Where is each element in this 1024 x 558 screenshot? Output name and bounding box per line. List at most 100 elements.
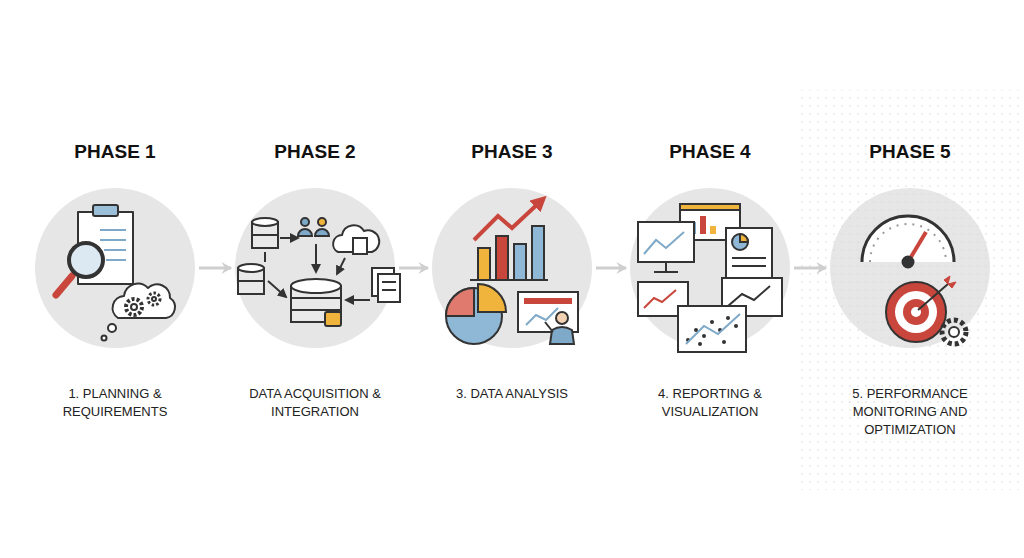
- data-integration-illustration: [301, 218, 309, 226]
- monitoring-illustration: [862, 216, 966, 344]
- reporting-illustration: [732, 234, 748, 250]
- reporting-illustration: [726, 228, 772, 280]
- flow-chevron: [199, 267, 231, 270]
- phase-node: PHASE 3 3. DATA ANALYSIS: [417, 140, 607, 440]
- data-integration-illustration: [291, 279, 341, 293]
- reporting-illustration: [654, 271, 678, 273]
- data-integration-illustration: [318, 218, 326, 226]
- phase-circle: [630, 188, 790, 348]
- planning-illustration: [102, 336, 107, 341]
- phase-circle: [630, 188, 790, 348]
- dot-texture: [800, 90, 1024, 490]
- phase-node: PHASE 5 5. PERFORMANCE MONITORING AND OPT…: [815, 140, 1005, 440]
- phase-label: 1. PLANNING & REQUIREMENTS: [25, 385, 205, 421]
- analysis-illustration: [478, 248, 490, 280]
- analysis-illustration: [524, 298, 572, 304]
- data-integration-illustration: [252, 218, 278, 226]
- monitoring-illustration: [862, 216, 954, 262]
- phase-circle: [35, 188, 195, 348]
- monitoring-illustration: [886, 282, 946, 342]
- reporting-illustration: [726, 316, 730, 320]
- planning-illustration: [126, 299, 142, 315]
- analysis-illustration: [518, 292, 578, 332]
- analysis-illustration: [496, 236, 508, 280]
- reporting-illustration: [722, 340, 726, 344]
- monitoring-illustration: [918, 284, 948, 310]
- analysis-illustration: [526, 308, 558, 325]
- analysis-illustration: [545, 322, 553, 332]
- data-integration-illustration: [238, 280, 264, 282]
- phase-label: 5. PERFORMANCE MONITORING AND OPTIMIZATI…: [820, 385, 1000, 439]
- phase-circle: [432, 188, 592, 348]
- reporting-illustration: [700, 216, 706, 234]
- phase-circle: [35, 188, 195, 348]
- phase-node: PHASE 4 4. REPORTING & VISUALIZATION: [615, 140, 805, 440]
- phase-node: PHASE 11. PLANNING & REQUIREMENTS: [20, 140, 210, 440]
- reporting-illustration: [680, 204, 740, 210]
- phase-node: PHASE 2 DATA ACQUISITION & INTEGRATION: [220, 140, 410, 440]
- phase-heading: PHASE 5: [815, 140, 1005, 164]
- data-integration-illustration: [280, 237, 298, 239]
- reporting-illustration: [710, 320, 714, 324]
- planning-illustration: [131, 304, 137, 310]
- reporting-illustration: [678, 306, 746, 352]
- reporting-illustration: [732, 265, 766, 267]
- reporting-illustration: [686, 314, 740, 344]
- monitoring-illustration: [944, 276, 956, 288]
- data-integration-illustration: [315, 244, 317, 272]
- planning-illustration: [108, 324, 116, 332]
- phase-circle: [235, 188, 395, 348]
- reporting-illustration: [732, 257, 766, 259]
- data-integration-illustration: [382, 289, 396, 291]
- phase-circle: [235, 188, 395, 348]
- data-integration-illustration: [378, 274, 400, 302]
- analysis-illustration: [532, 226, 544, 280]
- reporting-illustration: [702, 334, 706, 338]
- planning-illustration: [106, 259, 126, 261]
- planning-illustration: [148, 293, 160, 305]
- data-integration-illustration: [252, 234, 278, 236]
- planning-illustration: [104, 249, 126, 251]
- reporting-illustration: [665, 262, 667, 272]
- data-integration-illustration: [382, 281, 396, 283]
- phase-label: DATA ACQUISITION & INTEGRATION: [225, 385, 405, 421]
- data-integration-illustration: [325, 312, 341, 326]
- data-integration-illustration: [238, 264, 264, 272]
- analysis-illustration: [556, 312, 568, 324]
- monitoring-illustration: [942, 320, 966, 344]
- flow-chevron: [596, 267, 626, 270]
- analysis-illustration: [550, 327, 574, 344]
- phase-circle: [830, 188, 990, 348]
- reporting-illustration: [710, 226, 716, 234]
- monitoring-illustration: [949, 327, 959, 337]
- planning-illustration: [69, 243, 103, 277]
- planning-illustration: [152, 297, 156, 301]
- planning-illustration: [100, 239, 126, 241]
- phase-heading: PHASE 4: [615, 140, 805, 164]
- planning-illustration: [100, 229, 126, 231]
- reporting-illustration: [644, 232, 684, 254]
- phase-circle: [432, 188, 592, 348]
- flow-chevron: [399, 267, 428, 270]
- reporting-illustration: [638, 222, 694, 262]
- monitoring-illustration: [895, 291, 937, 333]
- phase-heading: PHASE 3: [417, 140, 607, 164]
- reporting-illustration: [728, 286, 770, 306]
- data-integration-illustration: [291, 297, 341, 299]
- data-integration-illustration: [264, 252, 266, 262]
- reporting-illustration: [698, 342, 702, 346]
- phase-label: 3. DATA ANALYSIS: [422, 385, 602, 403]
- phase-circle: [830, 188, 990, 348]
- data-integration-illustration: [353, 238, 367, 254]
- data-integration-illustration: [346, 299, 370, 301]
- reporting-illustration: [644, 290, 676, 308]
- phase-heading: PHASE 2: [220, 140, 410, 164]
- reporting-illustration: [740, 234, 748, 242]
- phase-label: 4. REPORTING & VISUALIZATION: [620, 385, 800, 421]
- analysis-illustration: [514, 244, 526, 280]
- data-integration-illustration: [291, 309, 341, 311]
- planning-illustration: [93, 205, 118, 216]
- reporting-illustration: [734, 324, 738, 328]
